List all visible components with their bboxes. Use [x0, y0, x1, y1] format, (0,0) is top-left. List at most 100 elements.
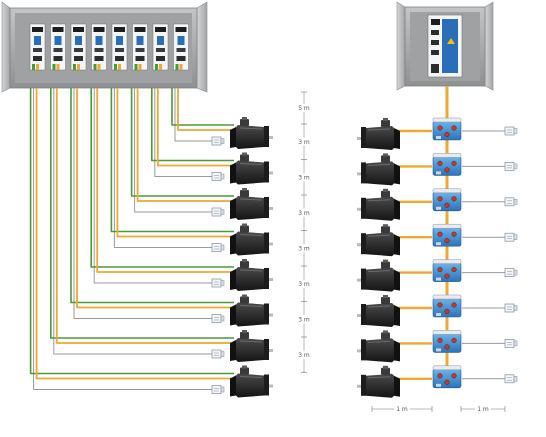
drive-green-plug	[155, 64, 158, 70]
drive-terminal	[135, 56, 145, 61]
box-port	[437, 196, 443, 202]
motor-rear	[394, 234, 400, 256]
box-port	[451, 267, 457, 273]
motor-connector	[240, 332, 249, 339]
segment-length-label: 3 m	[298, 245, 310, 252]
box-port	[444, 344, 450, 350]
motor-body	[364, 303, 394, 327]
sensor-housing	[211, 314, 222, 323]
motor-rear	[230, 233, 236, 255]
motor-shaft	[357, 172, 361, 176]
power-cable	[177, 88, 236, 131]
motor-flange	[361, 304, 366, 325]
drive-green-plug	[114, 64, 117, 70]
power-cable	[156, 88, 236, 167]
motor-flange	[361, 127, 366, 148]
motor-highlight	[239, 305, 263, 307]
box-top-cover	[432, 330, 462, 335]
drive-node	[357, 330, 518, 363]
drive-orange-plug	[118, 64, 121, 70]
box-port	[444, 238, 450, 244]
box-port	[451, 302, 457, 308]
motor-shaft	[357, 349, 361, 353]
dimension-label-bg	[297, 244, 311, 253]
box-label	[436, 348, 441, 352]
sensor-connector-icon	[504, 268, 518, 277]
power-cable	[76, 88, 236, 309]
sensor-housing	[211, 349, 222, 359]
sensor-plug	[220, 209, 225, 215]
drive-green-plug	[93, 64, 97, 70]
motor-shaft	[357, 314, 361, 317]
servo-motor-icon	[357, 118, 400, 150]
motor-highlight	[239, 198, 263, 201]
drive-green-plug	[175, 64, 179, 70]
box-port	[437, 267, 443, 273]
module-terminal	[431, 64, 439, 73]
dimension-label-bg	[297, 104, 311, 112]
sensor-plug	[220, 386, 225, 393]
motor-highlight	[367, 128, 391, 131]
servo-motor-icon	[357, 188, 400, 221]
sensor-plug	[220, 280, 225, 286]
signal-cable	[90, 88, 234, 268]
drive-panel	[34, 36, 41, 45]
box-port	[437, 373, 443, 379]
box-label	[436, 242, 441, 246]
box-port	[437, 125, 443, 131]
drive-terminal	[115, 56, 124, 61]
motor-shaft	[357, 243, 361, 247]
motor-connector	[381, 190, 390, 198]
spacing-length-label: 1 m	[396, 406, 408, 413]
motor-highlight	[239, 163, 263, 165]
sensor-connector-icon	[211, 136, 225, 146]
left-cable-bundle	[29, 88, 236, 390]
drive-display	[52, 27, 64, 32]
box-label	[436, 313, 441, 316]
drive-node	[357, 259, 518, 292]
drive-green-plug	[134, 64, 138, 70]
motor-shaft	[269, 242, 273, 246]
motor-flange	[361, 233, 366, 255]
segment-length-label: 3 m	[298, 316, 310, 323]
drive-terminal	[53, 56, 63, 61]
sensor-housing	[211, 207, 222, 217]
sensor-connector-icon	[504, 126, 518, 136]
distribution-box-icon	[432, 223, 462, 247]
sensor-connector-icon	[211, 243, 225, 252]
drive-display	[175, 27, 187, 32]
cable-set	[110, 88, 236, 248]
motor-connector-cap	[383, 259, 388, 263]
sensor-connector-icon	[211, 207, 225, 217]
drive-connector	[176, 48, 186, 52]
motor-shaft	[357, 207, 361, 211]
motor-flange	[264, 268, 269, 289]
cable-set	[49, 88, 236, 355]
servo-motor-icon	[230, 330, 273, 362]
motor-rear	[394, 269, 400, 291]
dimension-label-bg	[297, 315, 311, 324]
motor-flange	[361, 339, 366, 361]
motor-shaft	[269, 278, 273, 281]
drive-terminal	[156, 56, 165, 61]
servo-motor-icon	[230, 117, 273, 149]
sensor-connector-icon	[211, 349, 225, 359]
motor-flange	[264, 126, 269, 147]
motor-connector	[240, 225, 249, 233]
servo-motor-icon	[357, 365, 400, 398]
spacing-length-label: 1 m	[477, 406, 489, 413]
servo-motor-icon	[230, 294, 273, 327]
box-port	[444, 167, 450, 173]
sensor-housing	[504, 162, 515, 171]
right-control-cabinet	[396, 1, 494, 91]
motor-body	[236, 125, 266, 149]
motor-flange	[264, 374, 269, 396]
motor-body	[364, 196, 394, 221]
warning-triangle-icon	[447, 38, 455, 44]
cabinet-door-left	[1, 1, 11, 93]
box-port	[451, 196, 457, 202]
servo-drive-module	[91, 23, 107, 71]
signal-cable	[171, 88, 234, 126]
sensor-housing	[504, 374, 515, 384]
